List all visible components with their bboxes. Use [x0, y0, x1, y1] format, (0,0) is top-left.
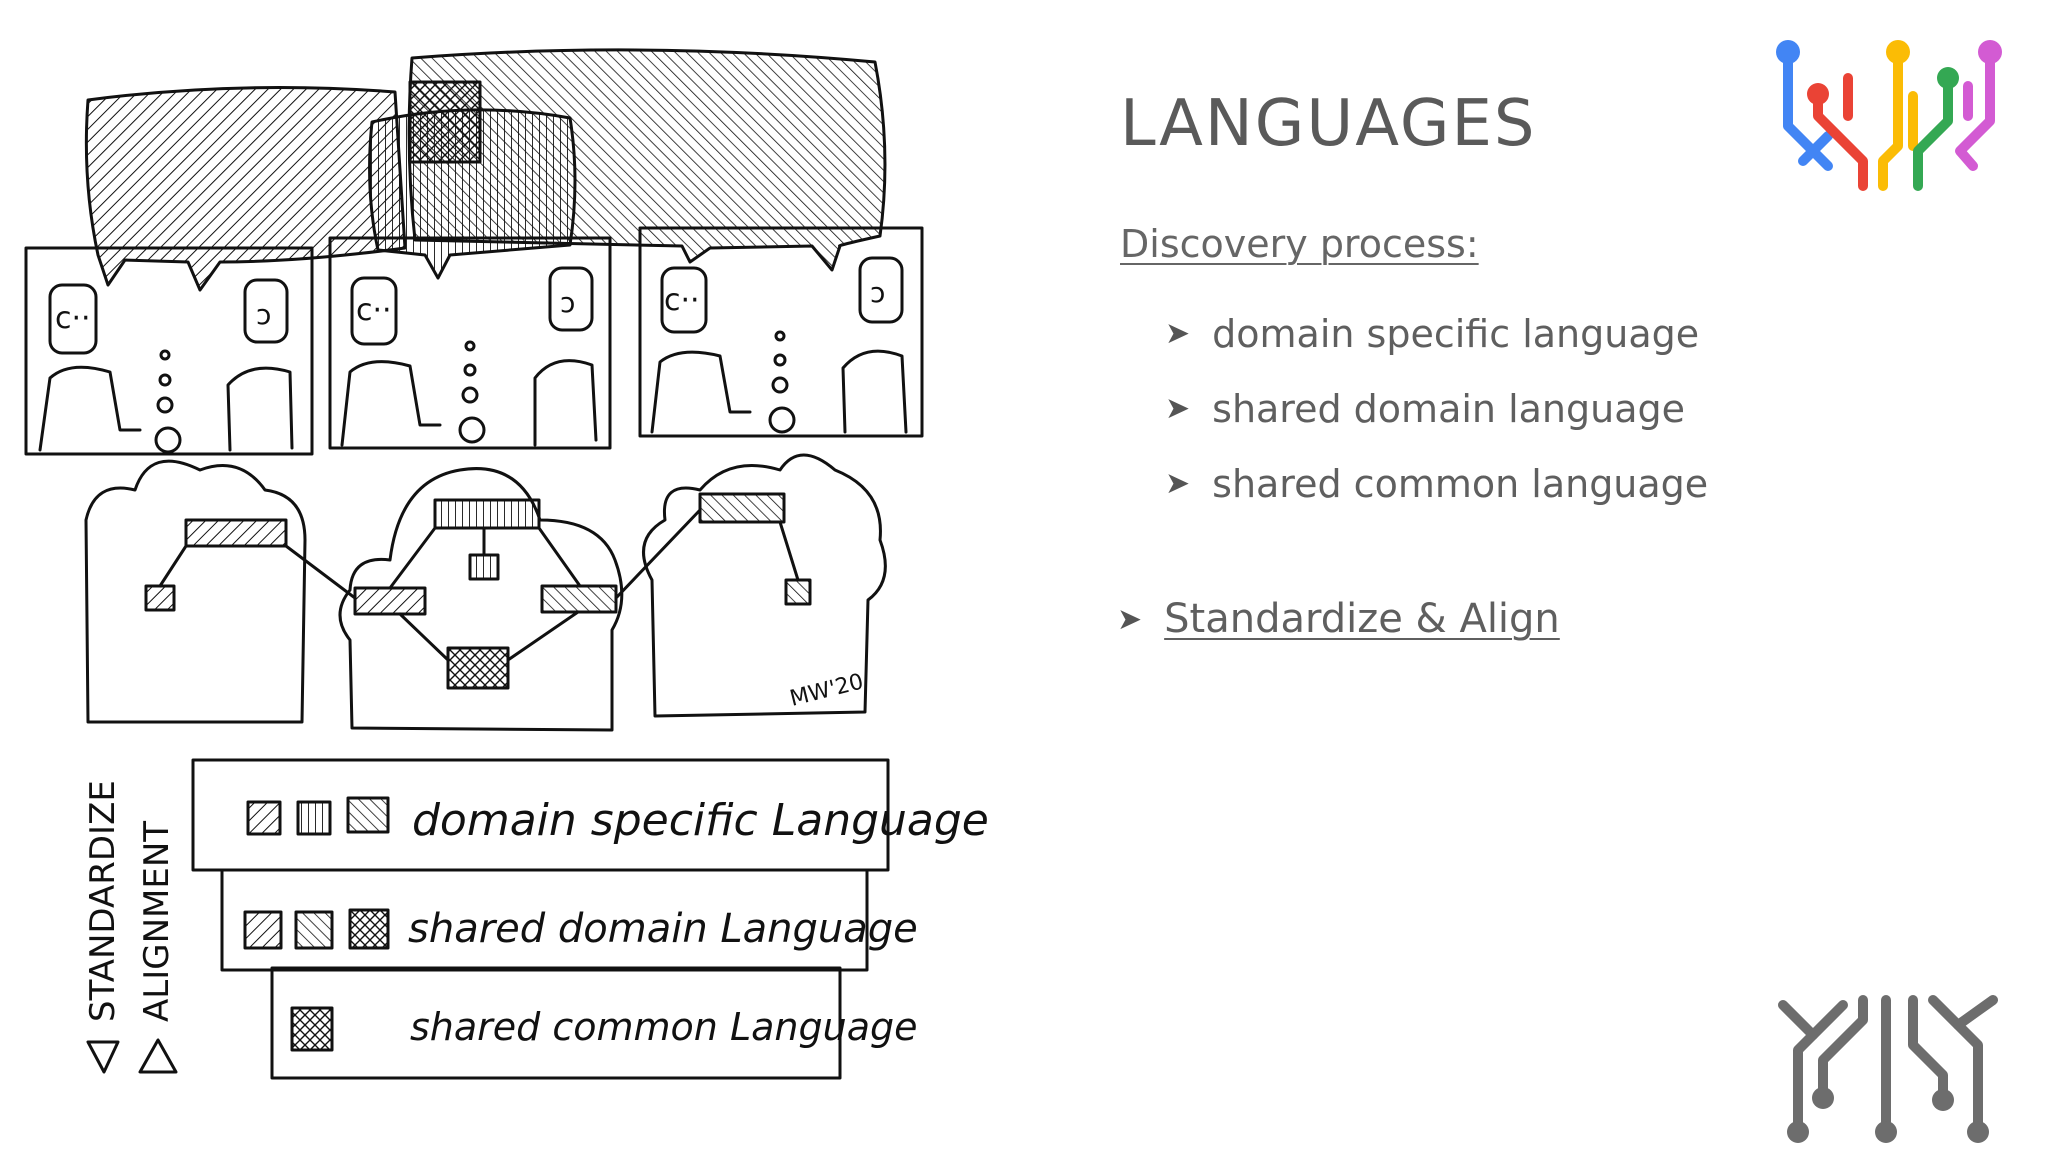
circuit-logo-color-icon	[1776, 40, 2002, 191]
thought-cloud-left	[84, 459, 307, 724]
page-title: LANGUAGES	[1120, 87, 1537, 161]
legend-row-3	[270, 966, 842, 1080]
svg-text:c··: c··	[664, 283, 700, 318]
bullet-label: domain specific language	[1212, 311, 1700, 356]
artist-signature: MW'20	[787, 669, 866, 711]
panel-middle	[328, 236, 612, 450]
legend-text-domain-specific: domain specific Language	[412, 795, 989, 846]
svg-text:c··: c··	[356, 293, 392, 328]
svg-text:ɔ: ɔ	[560, 286, 575, 319]
legend-row-2	[220, 868, 869, 972]
svg-text:ɔ: ɔ	[256, 298, 271, 331]
arrow-bullet-icon: ➤	[1117, 601, 1143, 637]
bullet-label: shared domain language	[1212, 386, 1685, 431]
sketch-illustration: c·· ɔ c·· ɔ c·· ɔ	[24, 48, 989, 1080]
arrow-bullet-icon: ➤	[1165, 391, 1191, 426]
speech-bubble-left	[84, 86, 407, 292]
svg-text:c··: c··	[55, 301, 91, 336]
arrow-bullet-icon: ➤	[1165, 466, 1191, 501]
discovery-process-heading: Discovery process:	[1120, 222, 1479, 266]
thought-cloud-middle	[338, 467, 624, 732]
legend-text-shared-domain: shared domain Language	[408, 906, 918, 952]
standardize-align-row: ➤ Standardize & Align	[1117, 596, 1560, 642]
panel-left	[24, 246, 314, 456]
list-item: ➤ shared domain language	[1165, 371, 1708, 446]
list-item: ➤ domain specific language	[1165, 296, 1708, 371]
arrow-bullet-icon: ➤	[1165, 316, 1191, 351]
label-alignment: ALIGNMENT	[137, 821, 177, 1022]
label-standardize: STANDARDIZE	[83, 780, 123, 1022]
standardize-align-link[interactable]: Standardize & Align	[1164, 596, 1560, 642]
svg-text:ɔ: ɔ	[870, 276, 885, 309]
thought-cloud-right	[642, 453, 887, 718]
legend-text-shared-common: shared common Language	[410, 1005, 918, 1049]
circuit-logo-gray-icon	[1778, 995, 1998, 1143]
list-item: ➤ shared common language	[1165, 446, 1708, 521]
bullet-label: shared common language	[1212, 461, 1709, 506]
discovery-bullet-list: ➤ domain specific language ➤ shared doma…	[1165, 296, 1708, 521]
panel-right	[638, 226, 924, 438]
